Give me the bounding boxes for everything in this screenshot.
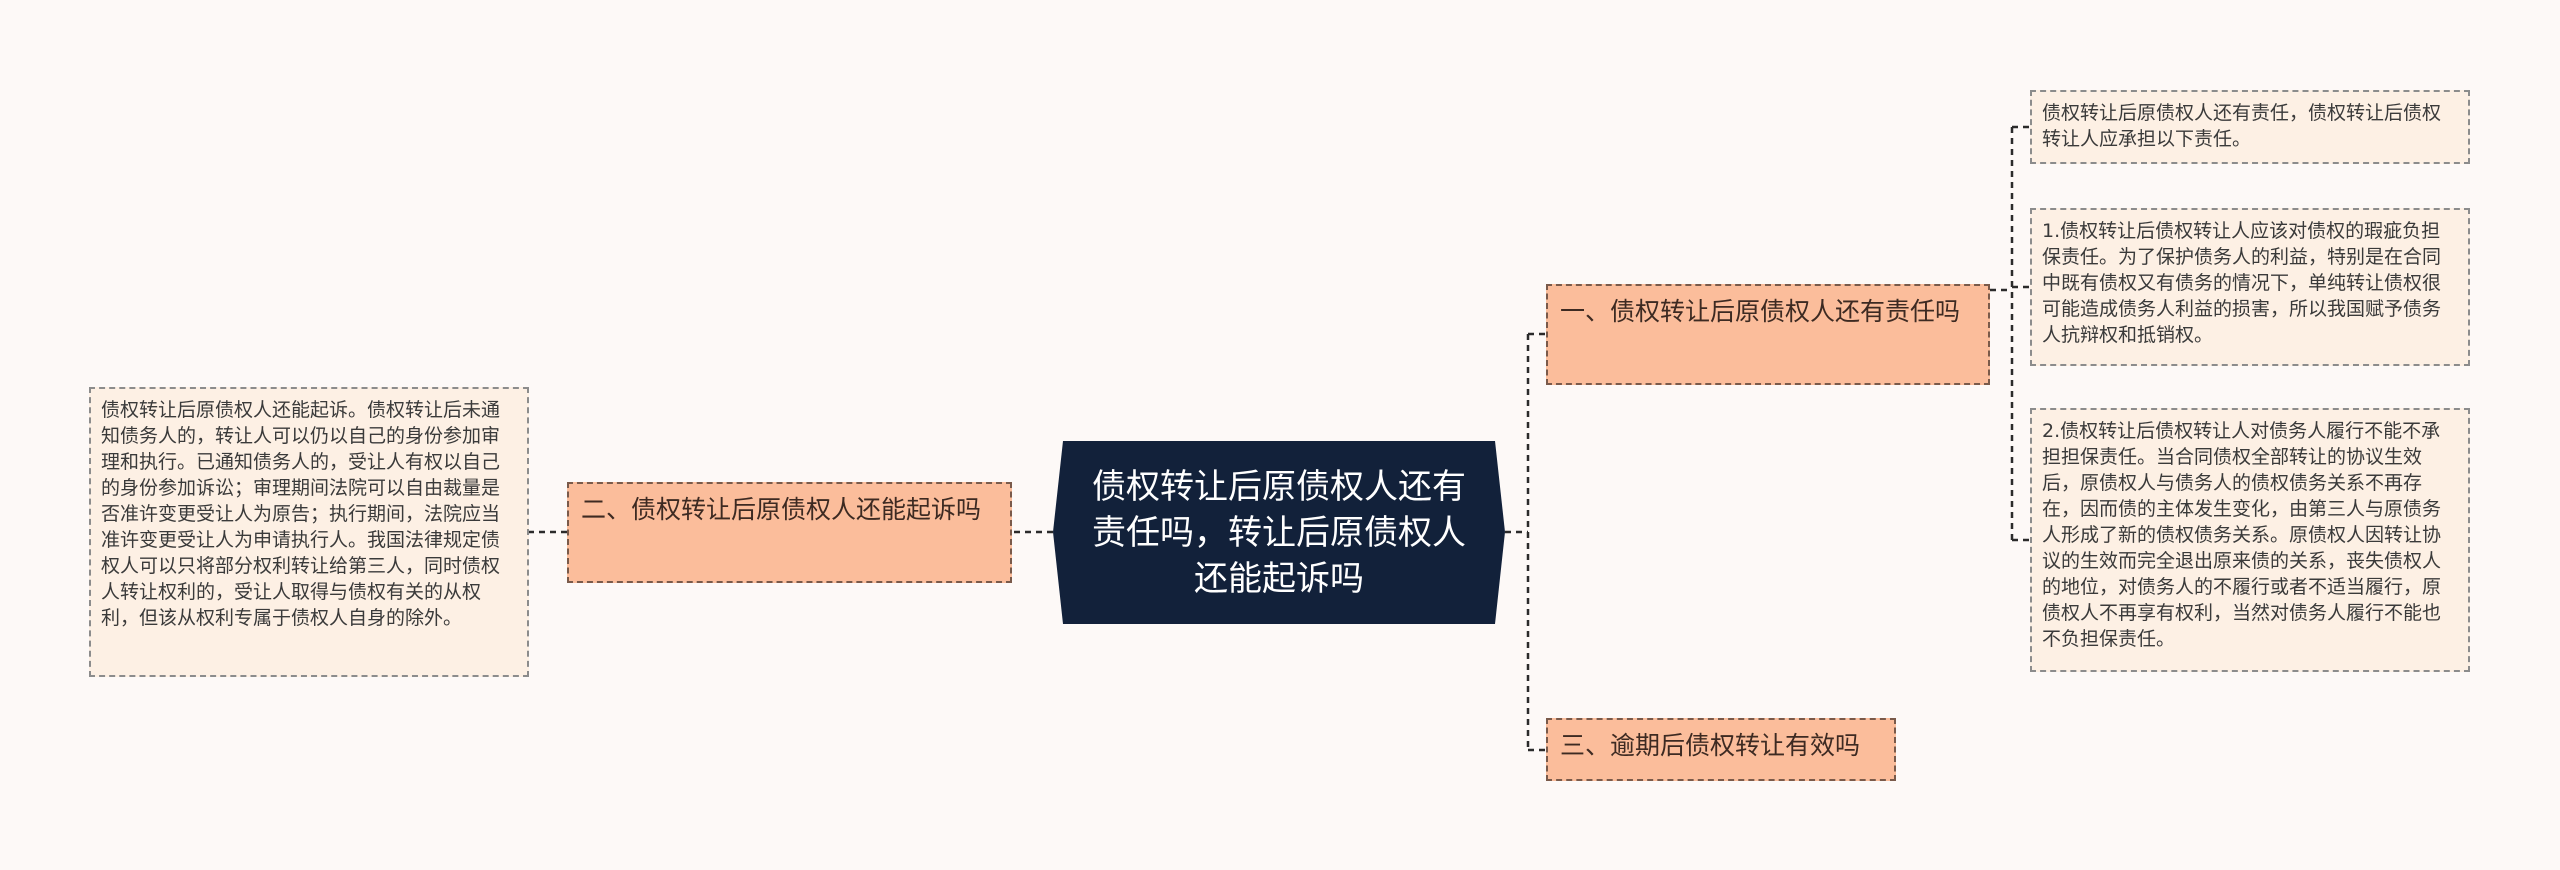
branch-topic-2[interactable]: 二、债权转让后原债权人还能起诉吗 xyxy=(567,482,1012,583)
leaf-note-1[interactable]: 债权转让后原债权人还有责任，债权转让后债权转让人应承担以下责任。 xyxy=(2030,90,2470,164)
leaf-note-3[interactable]: 2.债权转让后债权转让人对债务人履行不能不承担担保责任。当合同债权全部转让的协议… xyxy=(2030,408,2470,672)
leaf-note-2[interactable]: 1.债权转让后债权转让人应该对债权的瑕疵负担保责任。为了保护债务人的利益，特别是… xyxy=(2030,208,2470,366)
leaf-note-4[interactable]: 债权转让后原债权人还能起诉。债权转让后未通知债务人的，转让人可以仍以自己的身份参… xyxy=(89,387,529,677)
branch-topic-1[interactable]: 一、债权转让后原债权人还有责任吗 xyxy=(1546,284,1990,385)
central-topic[interactable]: 债权转让后原债权人还有责任吗，转让后原债权人还能起诉吗 xyxy=(1053,441,1505,624)
branch-topic-3[interactable]: 三、逾期后债权转让有效吗 xyxy=(1546,718,1896,781)
